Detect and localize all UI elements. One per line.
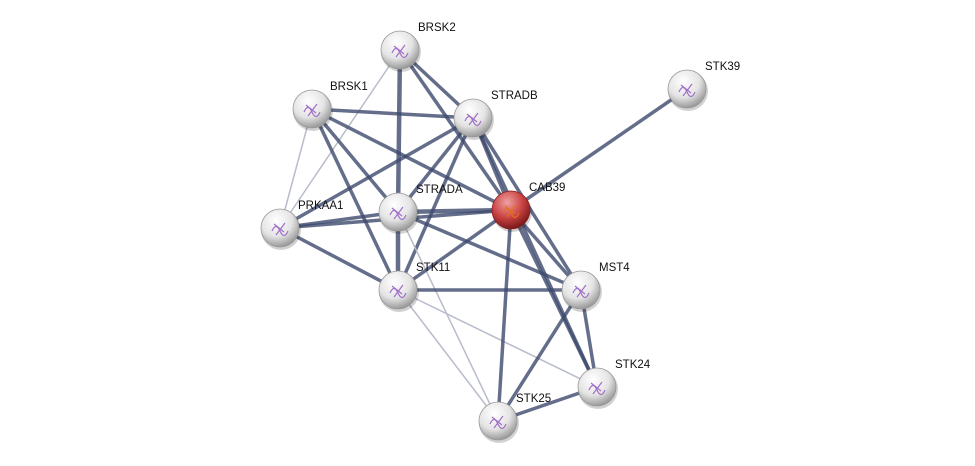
node-mst4[interactable]: MST4 [561,262,630,312]
edge-stk11-stk24[interactable] [397,289,598,388]
node-cab39[interactable]: CAB39 [491,182,565,232]
edge-brsk1-strada[interactable] [310,107,400,214]
node-sphere[interactable] [667,69,707,109]
protein-structure-icon [678,83,696,98]
node-sphere[interactable] [378,270,418,310]
node-sphere[interactable] [292,89,332,129]
edge-mst4-stk25[interactable] [496,289,583,422]
edge-prkaa1-strada[interactable] [279,210,399,230]
edge-brsk2-prkaa1[interactable] [279,49,401,229]
node-sphere[interactable] [577,367,617,407]
node-label: STRADA [416,184,463,196]
protein-structure-icon [303,103,321,118]
node-strada[interactable]: STRADA [378,184,463,234]
node-stk39[interactable]: STK39 [667,61,740,111]
node-sphere[interactable] [491,190,531,230]
edge-stk11-stk25[interactable] [397,289,499,422]
node-prkaa1[interactable]: PRKAA1 [260,200,343,250]
protein-structure-icon [588,381,606,396]
node-label: STK24 [615,359,651,371]
node-label: STK39 [705,61,740,73]
edge-strada-stk25[interactable] [397,211,499,422]
edge-brsk1-prkaa1[interactable] [279,108,313,229]
node-sphere[interactable] [561,270,601,310]
node-sphere[interactable] [453,98,493,138]
node-label: BRSK2 [418,22,456,34]
edge-cab39-stk39[interactable] [510,87,688,212]
edge-brsk2-strada[interactable] [395,49,403,213]
edge-cab39-stk24[interactable] [509,209,599,388]
node-sphere[interactable] [380,30,420,70]
edge-prkaa1-stk11[interactable] [279,226,399,292]
node-brsk1[interactable]: BRSK1 [292,81,368,131]
node-label: BRSK1 [330,81,368,93]
node-stk11[interactable]: STK11 [378,262,450,312]
protein-structure-icon [489,415,507,430]
edge-cab39-stk25[interactable] [496,209,513,422]
node-stk25[interactable]: STK25 [478,393,551,443]
edge-brsk1-stk11[interactable] [310,108,400,291]
protein-structure-icon [389,206,407,221]
edge-stk11-cab39[interactable] [396,208,513,292]
edge-strada-mst4[interactable] [397,210,582,292]
node-label: CAB39 [529,182,565,194]
node-sphere[interactable] [478,401,518,441]
node-label: MST4 [599,262,630,274]
edge-stradb-strada[interactable] [396,116,475,214]
node-sphere[interactable] [260,208,300,248]
node-label: STK25 [516,393,551,405]
protein-structure-icon [391,44,409,59]
edge-brsk2-cab39[interactable] [398,49,513,211]
edge-stradb-prkaa1[interactable] [279,116,474,230]
protein-structure-icon [389,284,407,299]
edge-brsk1-cab39[interactable] [311,107,512,212]
node-stk24[interactable]: STK24 [577,359,651,409]
protein-structure-icon [271,222,289,237]
edge-brsk1-stradb[interactable] [311,107,474,120]
protein-structure-icon [464,112,482,127]
node-stradb[interactable]: STRADB [453,90,538,140]
node-label: STK11 [416,262,450,274]
node-brsk2[interactable]: BRSK2 [380,22,456,72]
node-label: PRKAA1 [298,200,343,212]
node-label: STRADB [491,90,538,102]
protein-structure-icon [572,284,590,299]
edge-stradb-stk11[interactable] [396,117,475,291]
protein-structure-icon [502,204,520,219]
node-sphere[interactable] [378,192,418,232]
